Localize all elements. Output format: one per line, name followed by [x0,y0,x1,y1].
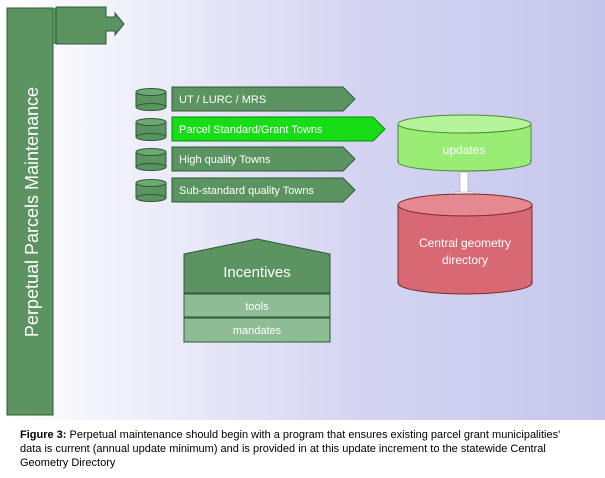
top-arrow-icon [55,6,125,45]
directory-label-line2: directory [442,253,488,267]
category-arrow [171,86,356,112]
tools-block [183,293,331,318]
database-icon [135,88,167,111]
directory-cylinder [397,193,533,295]
maintenance-bar [6,7,54,416]
tools-label: tools [245,301,269,313]
figure-caption: Figure 3: Perpetual maintenance should b… [20,428,580,470]
category-row-2: High quality Towns [135,146,356,172]
directory-label-line1: Central geometry [419,236,511,250]
bar-connector [53,8,56,44]
category-arrow [171,116,386,142]
database-icon [135,179,167,202]
mandates-label: mandates [233,325,282,337]
category-label: Parcel Standard/Grant Towns [179,124,323,136]
incentives-title: Incentives [223,264,291,281]
database-icon [135,148,167,171]
category-label: Sub-standard quality Towns [179,185,314,197]
caption-text: Perpetual maintenance should begin with … [20,429,561,469]
category-row-3: Sub-standard quality Towns [135,177,356,203]
caption-label: Figure 3: [20,429,67,441]
category-row-0: UT / LURC / MRS [135,86,356,112]
incentives-roof [183,238,331,294]
side-label: Perpetual Parcels Maintenance [22,87,42,337]
category-label: High quality Towns [179,154,271,166]
category-arrow [171,146,356,172]
category-arrow [171,177,356,203]
mandates-block [183,317,331,343]
updates-cylinder [397,114,532,172]
updates-label: updates [443,143,486,157]
database-icon [135,118,167,141]
category-row-1: Parcel Standard/Grant Towns [135,116,386,142]
category-label: UT / LURC / MRS [179,94,266,106]
incentives-house [183,238,331,343]
